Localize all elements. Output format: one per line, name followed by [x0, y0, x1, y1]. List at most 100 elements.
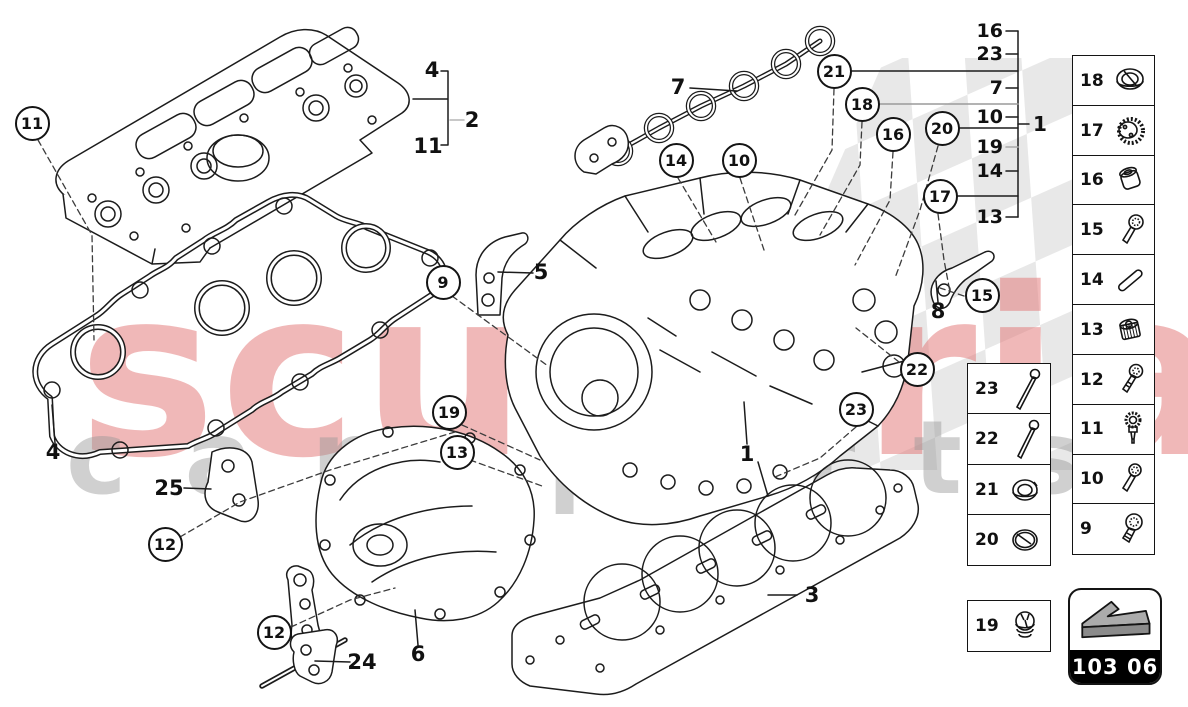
- ref-list-item-16: 16: [976, 20, 1003, 42]
- part-ref: 14: [1080, 270, 1104, 290]
- part-box-11[interactable]: 11: [1072, 403, 1155, 456]
- page-code-box[interactable]: 103 06: [1068, 588, 1162, 685]
- callout-circle-17[interactable]: 17: [922, 178, 958, 214]
- part-label-25: 25: [154, 476, 184, 500]
- leader-lines-dashed: [37, 88, 965, 628]
- part-ref: 11: [1080, 419, 1104, 440]
- callout-circle-11[interactable]: 11: [14, 105, 50, 141]
- part-ref: 22: [975, 429, 999, 450]
- dowel-pin-icon: [1117, 269, 1143, 292]
- pan-head-bolt-icon: [1121, 463, 1142, 493]
- part-box-9[interactable]: 9: [1072, 503, 1155, 555]
- callout-circle-20[interactable]: 20: [924, 110, 960, 146]
- callout-circle-12-a[interactable]: 12: [147, 526, 183, 562]
- part-ref: 10: [1080, 469, 1104, 490]
- check-valve-icon: [1124, 411, 1142, 445]
- callout-circle-21[interactable]: 21: [816, 53, 852, 89]
- part-label-4-top: 4: [424, 58, 440, 82]
- part-box-14[interactable]: 14: [1072, 254, 1155, 306]
- part-ref: 17: [1080, 120, 1104, 141]
- dowel-sleeve-icon: [1119, 167, 1141, 191]
- part-label-7: 7: [670, 75, 686, 99]
- part-box-10[interactable]: 10: [1072, 453, 1155, 505]
- part-label-24: 24: [347, 650, 377, 674]
- cylinder-head-drawing: [502, 171, 924, 526]
- part-label-3: 3: [804, 583, 820, 607]
- page-code-label: 103 06: [1070, 650, 1160, 683]
- part-label-1: 1: [739, 442, 755, 466]
- timing-cover-drawing: [315, 425, 536, 622]
- ref-list-item-23: 23: [976, 43, 1003, 65]
- part-label-4-bottom: 4: [45, 440, 61, 464]
- cover-gasket-drawing: [32, 192, 448, 459]
- part-ref: 21: [975, 479, 999, 500]
- callout-circle-13[interactable]: 13: [439, 434, 475, 470]
- ref-list-item-14: 14: [976, 160, 1003, 182]
- callout-circle-19[interactable]: 19: [431, 394, 467, 430]
- section-arrow-icon: [1070, 590, 1160, 650]
- part-label-11: 11: [413, 134, 443, 158]
- adjuster-gasket-drawing: [574, 25, 836, 175]
- callout-circle-23[interactable]: 23: [838, 391, 874, 427]
- bracket-24-drawing: [259, 565, 348, 689]
- socket-head-bolt-icon: [1121, 363, 1144, 393]
- part-ref: 16: [1080, 170, 1104, 191]
- part-label-6: 6: [410, 642, 426, 666]
- part-ref: 19: [975, 616, 999, 636]
- part-box-17[interactable]: 17: [1072, 104, 1155, 157]
- part-box-19[interactable]: 19: [967, 600, 1051, 652]
- callout-circle-18[interactable]: 18: [844, 86, 880, 122]
- sealing-cap-icon: [1117, 116, 1145, 145]
- long-bolt-icon: [1016, 420, 1040, 460]
- part-box-16[interactable]: 16: [1072, 154, 1155, 207]
- part-label-2: 2: [464, 108, 480, 132]
- ref-assembly-1: 1: [1033, 112, 1047, 136]
- callout-circle-14[interactable]: 14: [658, 142, 694, 178]
- parts-sidebar-single: 19: [967, 600, 1051, 652]
- ref-list-item-7: 7: [989, 77, 1003, 99]
- part-label-5: 5: [533, 260, 549, 284]
- bracket-25-drawing: [204, 447, 259, 523]
- callout-circle-16[interactable]: 16: [875, 116, 911, 152]
- bracket-8-drawing: [930, 250, 995, 310]
- part-ref: 20: [975, 529, 999, 550]
- long-bolt-icon: [1015, 368, 1041, 411]
- seal-ring-icon: [1012, 529, 1038, 551]
- part-box-15[interactable]: 15: [1072, 204, 1155, 256]
- ref-list-item-13: 13: [976, 206, 1003, 228]
- part-ref: 18: [1080, 70, 1104, 91]
- part-label-8: 8: [930, 299, 946, 323]
- callout-circle-22[interactable]: 22: [899, 351, 935, 387]
- seal-ring-icon: [1116, 67, 1144, 90]
- part-ref: 13: [1080, 319, 1104, 340]
- leader-lines-solid: [51, 30, 1030, 663]
- callout-circle-15[interactable]: 15: [964, 277, 1000, 313]
- part-box-20[interactable]: 20: [967, 513, 1051, 566]
- parts-sidebar-column-b: 23 22 21 20: [967, 363, 1051, 566]
- head-gasket-drawing: [511, 459, 920, 696]
- cap-plug-icon: [1015, 611, 1035, 638]
- part-ref: 9: [1080, 519, 1092, 540]
- screw-plug-icon: [1119, 318, 1141, 340]
- camshaft-cover-drawing: [55, 26, 410, 265]
- bracket-5-drawing: [475, 232, 529, 316]
- part-box-12[interactable]: 12: [1072, 353, 1155, 406]
- part-box-23[interactable]: 23: [967, 363, 1051, 415]
- part-ref: 12: [1080, 369, 1104, 390]
- pan-head-bolt-icon: [1121, 214, 1144, 245]
- ref-list-item-19: 19: [976, 136, 1003, 158]
- ref-list-item-10: 10: [976, 106, 1003, 128]
- part-box-22[interactable]: 22: [967, 413, 1051, 466]
- part-box-21[interactable]: 21: [967, 463, 1051, 516]
- callout-circle-9[interactable]: 9: [425, 264, 461, 300]
- flanged-screw-icon: [1121, 513, 1143, 544]
- part-box-13[interactable]: 13: [1072, 304, 1155, 356]
- shaft-seal-icon: [1012, 478, 1038, 501]
- part-ref: 23: [975, 379, 999, 399]
- part-box-18[interactable]: 18: [1072, 55, 1155, 107]
- callout-circle-10[interactable]: 10: [721, 142, 757, 178]
- part-ref: 15: [1080, 220, 1104, 241]
- callout-circle-12-b[interactable]: 12: [256, 614, 292, 650]
